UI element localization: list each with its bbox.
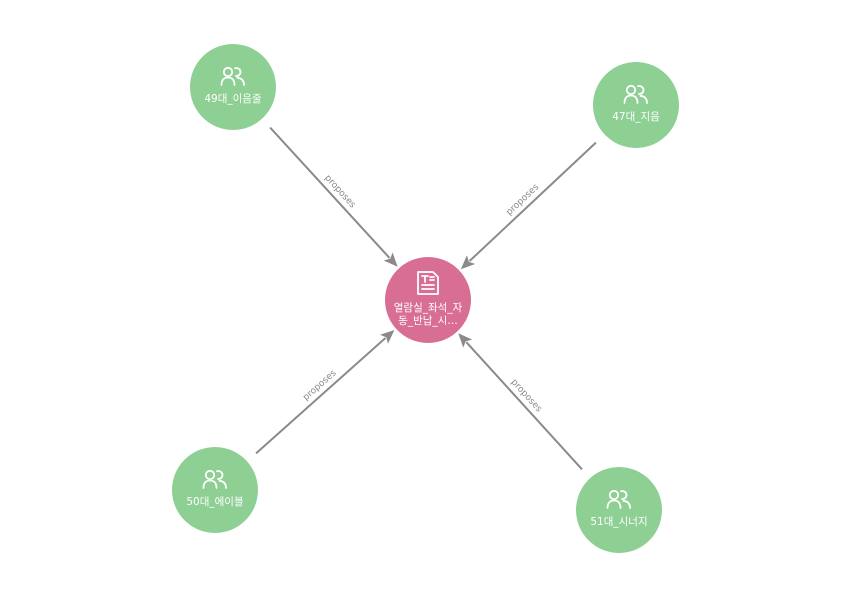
edge-line[interactable]: [465, 341, 583, 470]
edge-n49-to-center[interactable]: proposes: [269, 126, 398, 267]
node-label: 51대_시너지: [590, 516, 647, 528]
arrowhead-icon: [379, 329, 395, 344]
arrowhead-icon: [458, 333, 473, 348]
node-circle[interactable]: [576, 467, 662, 553]
people-icon: [623, 84, 648, 104]
document-text-icon: [417, 271, 439, 295]
arrowhead-icon: [383, 252, 398, 267]
node-label: 49대_이음줄: [204, 93, 262, 105]
arrowhead-icon: [460, 255, 476, 270]
node-circle[interactable]: [190, 44, 276, 130]
edge-n47-to-center[interactable]: proposes: [460, 141, 597, 270]
node-circle[interactable]: [172, 447, 258, 533]
node-label-line: 동_반납_시…: [398, 315, 458, 327]
edge-n51-to-center[interactable]: proposes: [458, 333, 583, 470]
node-circle[interactable]: [593, 62, 679, 148]
nodes-layer: 49대_이음줄 47대_지음 50대_에이블 51대_시너지 열람실_좌석_자동_반납_…: [172, 44, 679, 553]
edge-line[interactable]: [269, 126, 391, 259]
node-label: 50대_에이블: [186, 496, 244, 508]
node-label: 47대_지음: [612, 111, 660, 123]
node-circle[interactable]: [385, 257, 471, 343]
node-label-line: 열람실_좌석_자: [394, 301, 463, 314]
edge-n50-to-center[interactable]: proposes: [255, 329, 395, 455]
edge-line[interactable]: [468, 141, 597, 262]
node-center[interactable]: 열람실_좌석_자동_반납_시…: [385, 257, 471, 343]
node-n51[interactable]: 51대_시너지: [576, 467, 662, 553]
edge-line[interactable]: [255, 337, 387, 455]
node-n50[interactable]: 50대_에이블: [172, 447, 258, 533]
node-n47[interactable]: 47대_지음: [593, 62, 679, 148]
node-n49[interactable]: 49대_이음줄: [190, 44, 276, 130]
